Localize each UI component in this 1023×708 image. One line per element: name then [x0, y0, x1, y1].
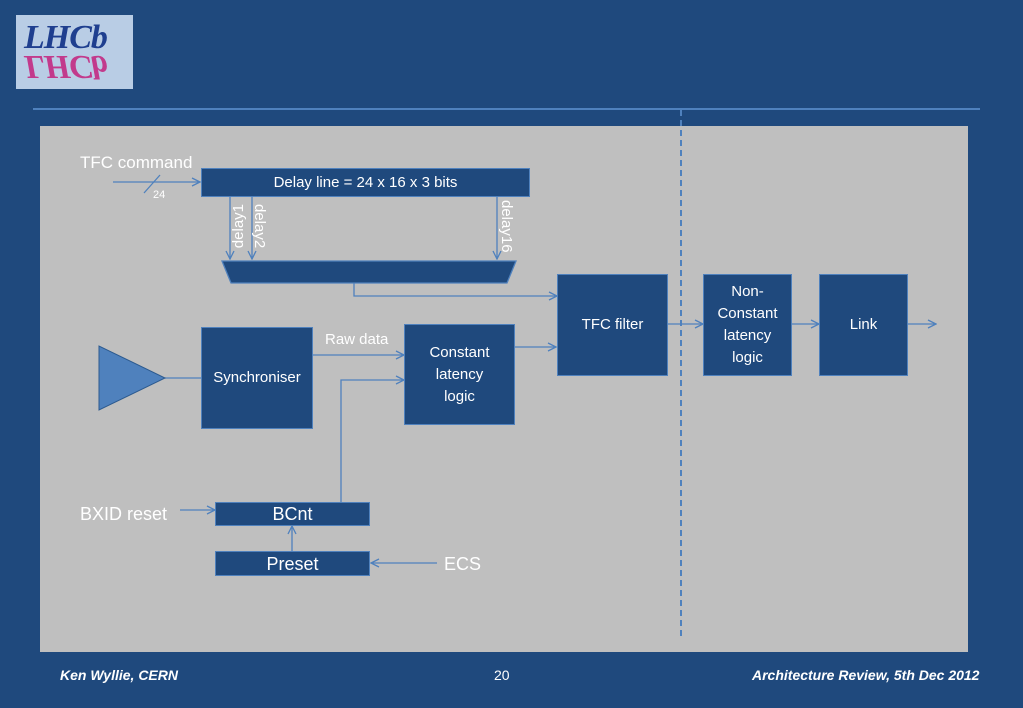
delay16-label: delay16 — [498, 200, 515, 253]
boundary-dashed-line — [680, 110, 682, 636]
non-constant-latency-box: Non-Constant latency logic — [703, 274, 792, 376]
tfc-filter-label: TFC filter — [581, 316, 644, 333]
page-number: 20 — [494, 667, 510, 683]
bcnt-label: BCnt — [272, 504, 313, 524]
bus-width-label: 24 — [153, 189, 166, 201]
delay-line-label: Delay line = 24 x 16 x 3 bits — [273, 173, 458, 191]
logo-text: LHCb — [24, 19, 108, 56]
bcnt-to-latency-arrow — [340, 380, 404, 502]
constant-latency-box: Constant latency logic — [404, 324, 515, 425]
bcnt-box: BCnt — [215, 502, 370, 526]
non-constant-latency-label: Non-Constant latency logic — [717, 283, 778, 366]
footer-event: Architecture Review, 5th Dec 2012 — [752, 667, 980, 683]
delay1-label: delay1 — [230, 204, 247, 249]
tfc-command-label: TFC command — [80, 153, 193, 172]
link-label: Link — [849, 316, 878, 333]
input-buffer-triangle — [98, 345, 167, 411]
constant-latency-label: Constant latency logic — [429, 343, 490, 405]
header-divider — [33, 108, 980, 110]
synchroniser-label: Synchroniser — [213, 369, 301, 386]
delay-line-box: Delay line = 24 x 16 x 3 bits — [201, 168, 530, 197]
preset-box: Preset — [215, 551, 370, 576]
bus-width-slash — [143, 174, 161, 194]
raw-data-label: Raw data — [325, 331, 389, 348]
ecs-label: ECS — [444, 554, 482, 574]
link-box: Link — [819, 274, 908, 376]
footer-author: Ken Wyllie, CERN — [60, 667, 178, 683]
preset-label: Preset — [266, 553, 319, 574]
lhcb-logo: LHCb LHCb — [16, 15, 133, 89]
tfc-filter-box: TFC filter — [557, 274, 668, 376]
synchroniser-box: Synchroniser — [201, 327, 313, 429]
delay-multiplexer — [221, 260, 517, 284]
delay2-label: delay2 — [251, 204, 268, 249]
bxid-reset-label: BXID reset — [80, 504, 168, 524]
mux-to-filter-arrow — [353, 283, 557, 296]
